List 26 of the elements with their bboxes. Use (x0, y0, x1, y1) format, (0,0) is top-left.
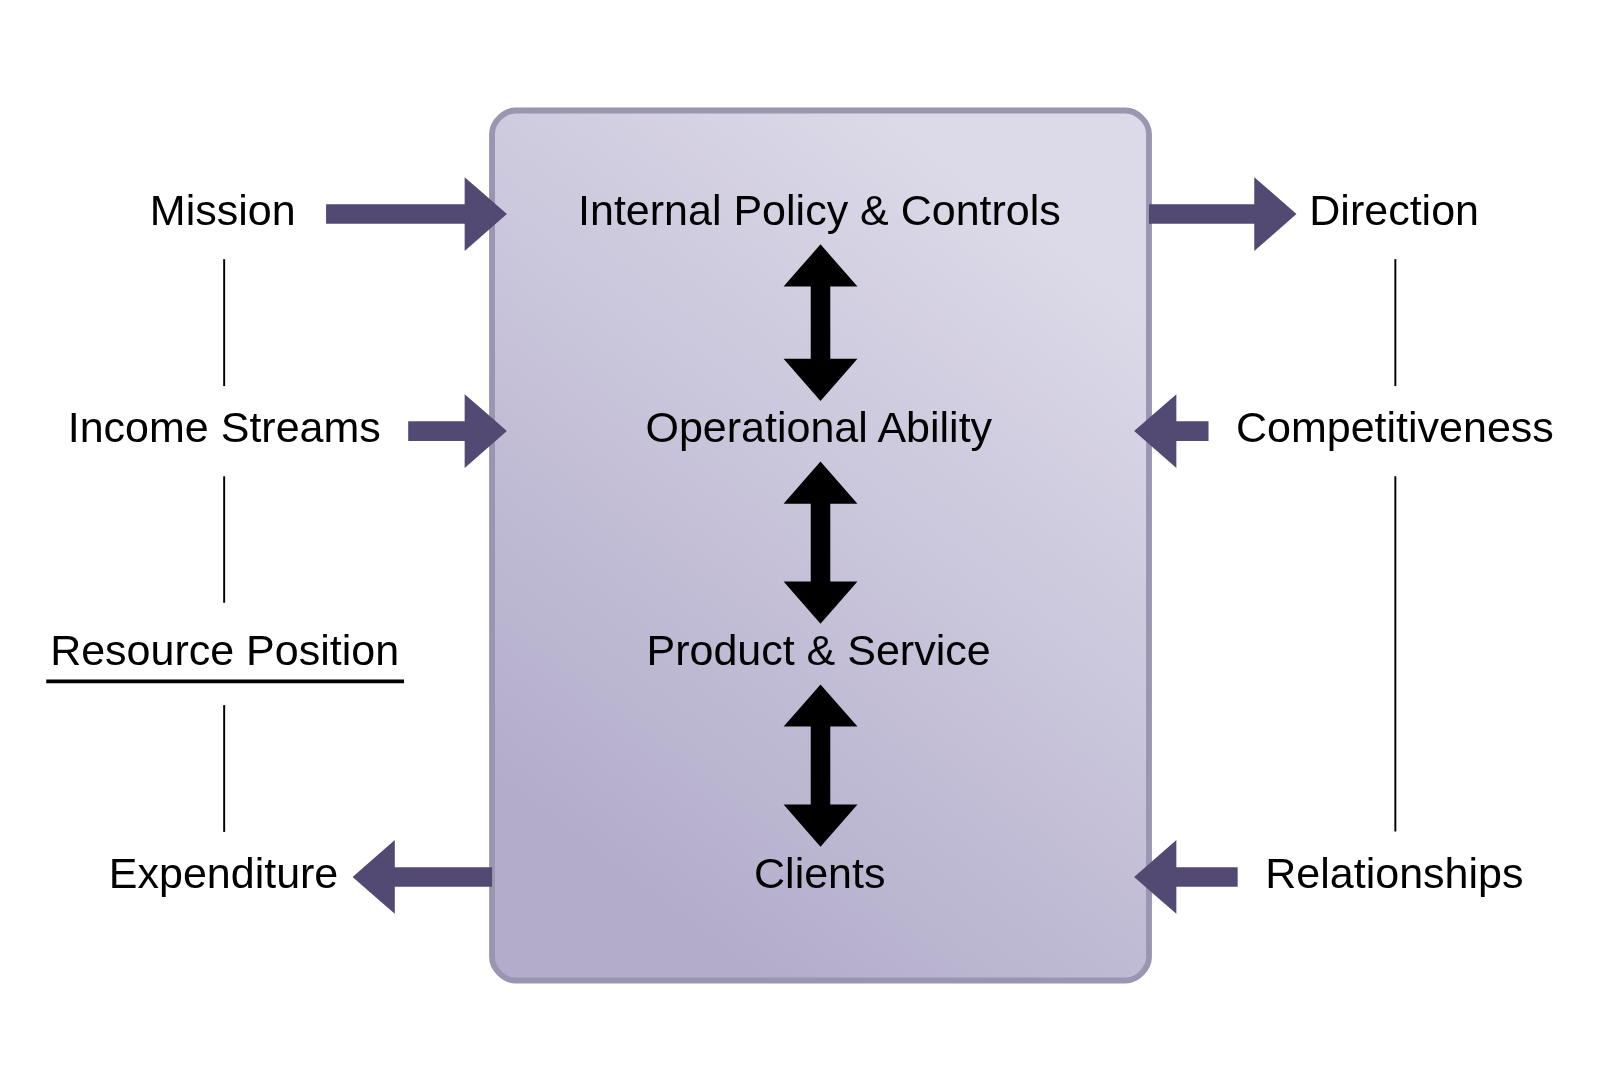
node-text: Mission (149, 186, 296, 235)
node-text: Resource Position (50, 625, 400, 674)
arrow (1134, 839, 1238, 914)
connector (223, 258, 226, 388)
node-text: Clients (754, 848, 886, 897)
connector (1394, 475, 1397, 833)
node-text: Competitiveness (1235, 403, 1554, 452)
arrow (783, 461, 858, 624)
connector (1394, 258, 1397, 388)
connector (223, 475, 226, 604)
arrow (408, 394, 507, 469)
arrow (1149, 177, 1297, 251)
arrow (326, 177, 507, 251)
arrow (352, 839, 493, 914)
node-text: Product & Service (646, 625, 991, 674)
node-text: Operational Ability (645, 403, 993, 452)
connector (223, 704, 226, 833)
node-text: Income Streams (67, 403, 381, 452)
cluster (489, 107, 1152, 984)
node-text: Internal Policy & Controls (578, 186, 1061, 235)
arrow (783, 684, 858, 847)
arrow (783, 244, 858, 401)
node-text: Relationships (1265, 848, 1524, 897)
node-text: Expenditure (108, 848, 339, 897)
node-text: Direction (1309, 186, 1479, 235)
arrow (1134, 394, 1209, 469)
